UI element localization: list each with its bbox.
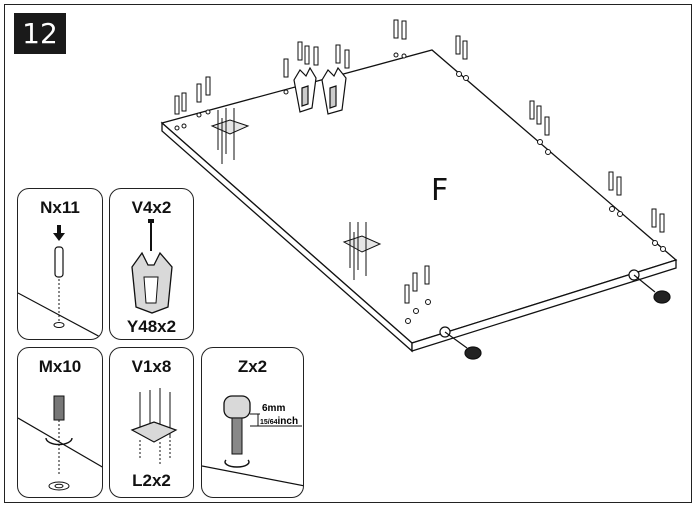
hinge-plate-left (210, 108, 250, 164)
panel-foot-z: Zx2 6mm 15/64inch (201, 347, 304, 498)
instruction-frame (4, 4, 692, 503)
dowel-group (174, 19, 666, 324)
dowel-pair-3 (283, 58, 289, 95)
panel-z-label: Zx2 (237, 357, 268, 376)
dowel-pair-5 (335, 44, 350, 69)
leveling-foot-drawing (202, 395, 303, 487)
hinge-plate-drawing (130, 388, 178, 464)
hanger-right (321, 66, 347, 115)
leveling-foot-front (439, 326, 482, 360)
panel-m-label: Mx10 (38, 357, 82, 376)
board-right-edge (411, 259, 677, 352)
dowel-pair-1 (174, 92, 187, 131)
foot-dimension-inch-unit: inch (277, 416, 299, 427)
foot-dimension-mm: 6mm (262, 403, 286, 414)
step-number-badge: 12 (14, 13, 66, 54)
panel-dowel-n: Nx11 (17, 188, 103, 340)
dowel-pair-7 (455, 35, 469, 81)
panel-l2-label: L2x2 (132, 471, 171, 490)
panel-hinge-v1-l2: V1x8 L2x2 (109, 347, 194, 498)
panel-y48-label: Y48x2 (126, 317, 177, 336)
panel-v4-label: V4x2 (131, 198, 172, 217)
hinge-plate-center (342, 222, 382, 280)
foot-dimension-inch-fraction: 15/64 (260, 419, 278, 426)
panel-v1-label: V1x8 (131, 357, 172, 376)
dowel-pair-11 (404, 265, 431, 324)
panel-cam-m: Mx10 (17, 347, 103, 498)
hanger-left (293, 66, 317, 113)
dowel-pair-10 (651, 208, 666, 252)
dowel-n-drawing (18, 225, 102, 339)
cam-bolt-drawing (18, 395, 102, 491)
dowel-pair-8 (529, 100, 551, 155)
hanger-drawing (131, 219, 173, 314)
panel-n-label: Nx11 (40, 198, 80, 217)
dowel-pair-9 (608, 171, 623, 217)
dowel-pair-4 (297, 41, 319, 66)
foot-dimension-inch: 15/64inch (260, 416, 298, 427)
dowel-pair-2 (196, 76, 211, 118)
dowel-pair-6 (393, 19, 407, 59)
panel-hanger-v4-y48: V4x2 Y48x2 (109, 188, 194, 340)
leveling-foot-right (628, 269, 671, 304)
board-letter: F (431, 173, 449, 208)
